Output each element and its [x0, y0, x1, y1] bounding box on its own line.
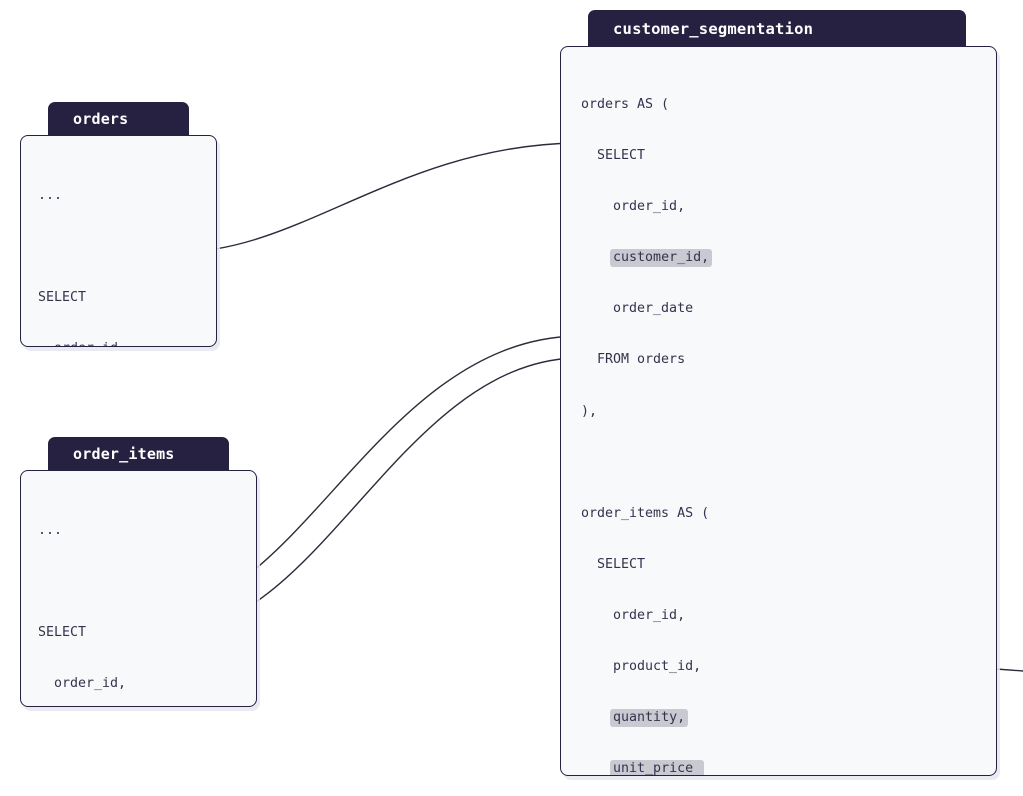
model-tab-orders[interactable]: orders: [48, 102, 189, 136]
code-line: quantity,: [581, 707, 981, 728]
code-line: ...: [38, 188, 63, 203]
code-line: customer_id,: [581, 247, 981, 268]
code-line: order_id,: [38, 338, 198, 346]
code-block-customer-segmentation: orders AS ( SELECT order_id, customer_id…: [581, 64, 981, 775]
column-highlight-customer-id[interactable]: customer_id,: [610, 249, 713, 268]
column-highlight-unit-price[interactable]: unit_price: [610, 760, 705, 775]
model-tab-order-items[interactable]: order_items: [48, 437, 229, 471]
model-body-customer-segmentation: orders AS ( SELECT order_id, customer_id…: [560, 46, 997, 776]
code-line: ...: [38, 523, 63, 538]
code-line: FROM orders: [581, 352, 686, 368]
code-line: SELECT: [581, 556, 646, 572]
code-line: order_date: [581, 301, 694, 317]
model-body-order-items: ... SELECT order_id, product_id, quantit…: [20, 470, 257, 707]
code-line: order_id,: [581, 199, 686, 215]
code-line: orders AS (: [581, 97, 670, 112]
code-line: SELECT: [38, 290, 87, 305]
code-line: product_id,: [581, 659, 702, 675]
code-line: unit_price: [581, 758, 981, 775]
code-block-orders: ... SELECT order_id, customer_id, order_…: [38, 155, 198, 346]
code-line: ),: [581, 403, 598, 419]
code-line: SELECT: [581, 148, 646, 164]
column-highlight-quantity[interactable]: quantity,: [610, 709, 689, 728]
code-line: order_id,: [581, 607, 686, 623]
model-title-orders: orders: [73, 110, 129, 128]
model-tab-customer-segmentation[interactable]: customer_segmentation: [588, 10, 966, 47]
code-line: SELECT: [38, 625, 87, 640]
code-line: order_id,: [38, 676, 127, 691]
code-line: order_items AS (: [581, 505, 710, 521]
code-line-blank: [581, 452, 981, 473]
model-body-orders: ... SELECT order_id, customer_id, order_…: [20, 135, 217, 347]
wire-orders-customer-id: [160, 141, 601, 253]
model-title-customer-segmentation: customer_segmentation: [613, 19, 814, 38]
code-line-blank: [38, 236, 198, 257]
model-title-order-items: order_items: [73, 445, 175, 463]
code-block-order-items: ... SELECT order_id, product_id, quantit…: [38, 490, 238, 706]
code-line-blank: [38, 571, 238, 592]
